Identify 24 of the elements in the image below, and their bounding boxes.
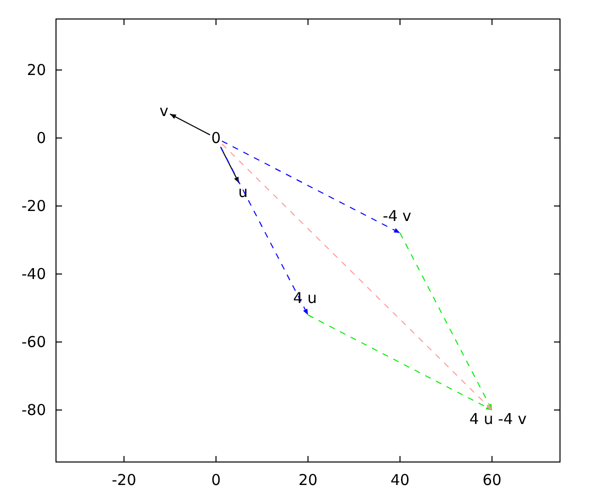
tick-label: 60: [482, 471, 502, 489]
vector-arrow: [222, 143, 492, 410]
tick-label: -40: [22, 265, 46, 283]
tick-label: 20: [26, 61, 46, 79]
vector-arrow: [220, 146, 308, 316]
tick-label: 0: [36, 129, 46, 147]
point-label: -4 v: [382, 207, 412, 225]
vector-arrow: [400, 232, 492, 410]
tick-label: -20: [112, 471, 136, 489]
vector-arrow: [222, 140, 400, 234]
tick-label: 0: [211, 471, 221, 489]
vector-arrow: [170, 114, 210, 136]
point-label: 0: [211, 129, 221, 147]
vector-arrow: [308, 314, 492, 410]
point-label: v: [160, 102, 168, 120]
point-label: 4 u -4 v: [469, 410, 527, 428]
tick-label: -20: [22, 197, 46, 215]
point-label: 4 u: [293, 289, 317, 307]
vector-arrow: [220, 146, 240, 184]
tick-label: 40: [390, 471, 410, 489]
tick-label: -60: [22, 333, 46, 351]
tick-label: -80: [22, 401, 46, 419]
point-label: u: [238, 183, 248, 201]
tick-label: 20: [298, 471, 318, 489]
